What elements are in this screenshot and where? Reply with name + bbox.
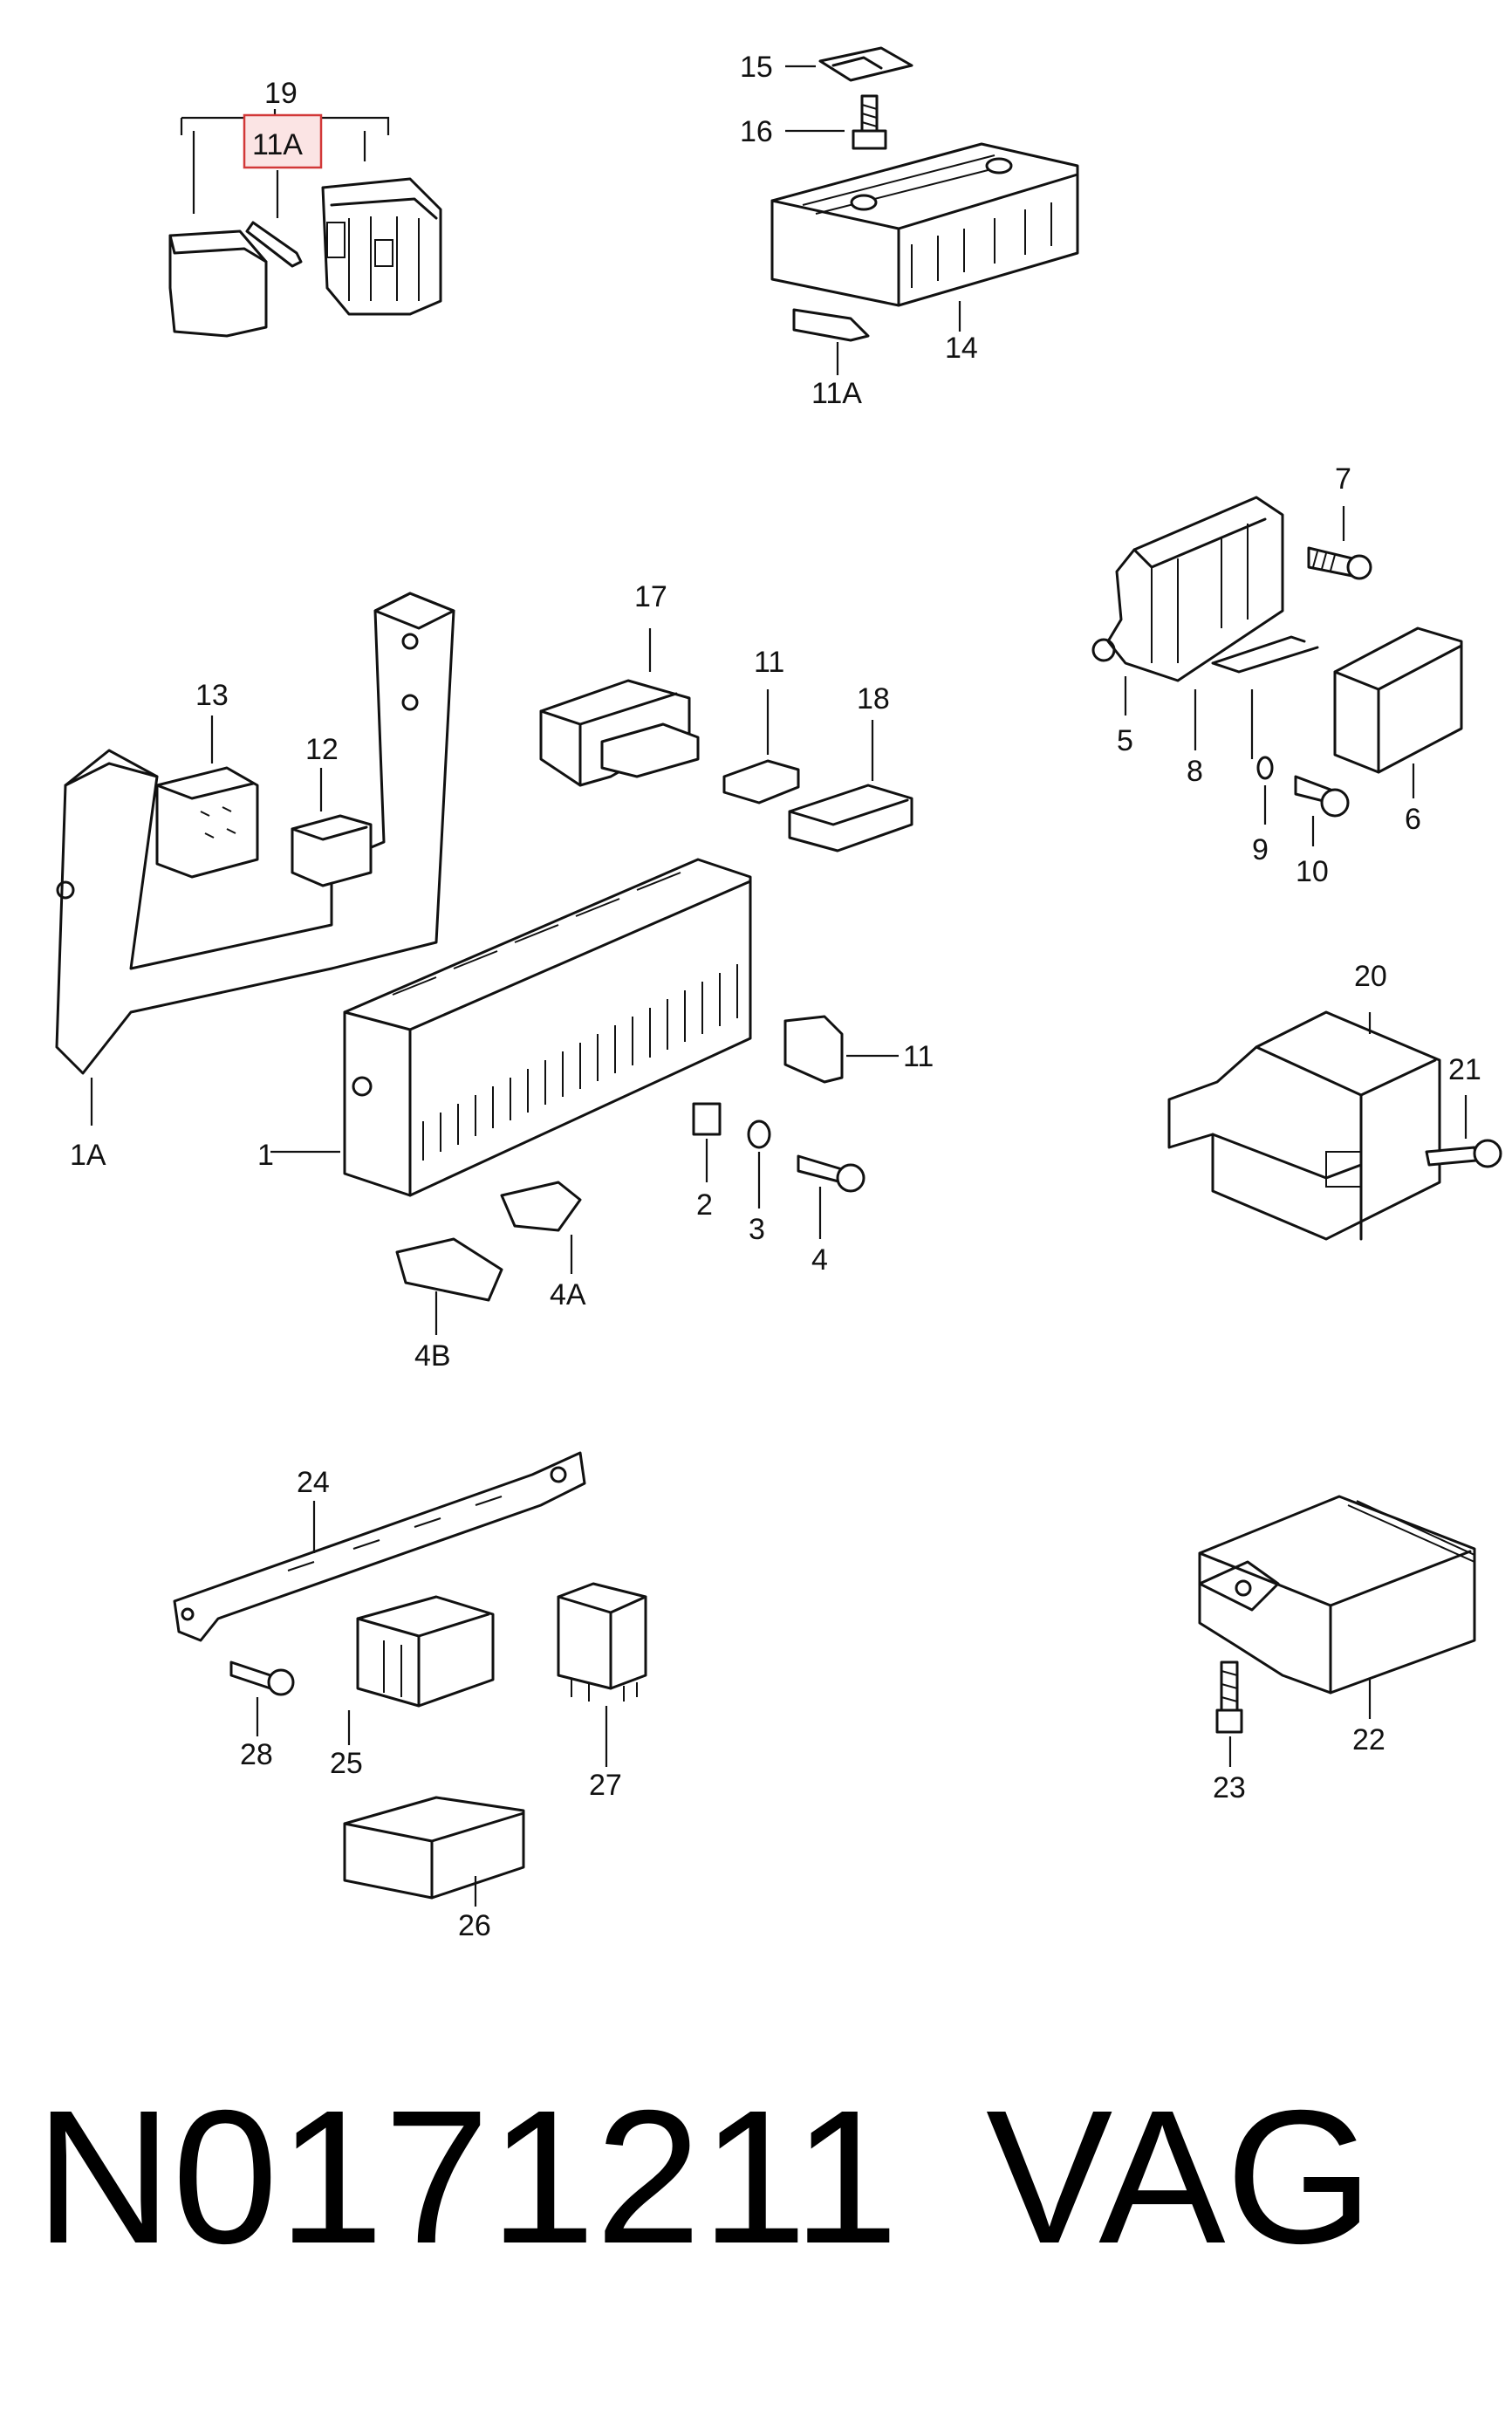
central-box-1 <box>270 858 752 1335</box>
callout-22[interactable]: 22 <box>1352 1723 1385 1756</box>
assembly-19 <box>168 109 442 338</box>
callout-23[interactable]: 23 <box>1213 1771 1246 1804</box>
callout-9[interactable]: 9 <box>1252 833 1269 866</box>
control-unit-20 <box>1167 1010 1502 1241</box>
relay-bracket-5 <box>1091 496 1463 846</box>
callout-16[interactable]: 16 <box>740 115 773 148</box>
brand-label: VAG <box>986 2071 1373 2283</box>
callout-1[interactable]: 1 <box>257 1139 274 1172</box>
callout-6[interactable]: 6 <box>1405 803 1421 836</box>
callout-11a-fuse[interactable]: 11A <box>811 377 862 410</box>
callout-11a-highlight <box>243 113 323 169</box>
callout-5[interactable]: 5 <box>1117 724 1133 757</box>
callout-13[interactable]: 13 <box>195 679 229 712</box>
callout-4b[interactable]: 4B <box>414 1339 451 1373</box>
part-number-label: N0171211 <box>35 2071 899 2283</box>
callout-14[interactable]: 14 <box>945 332 978 365</box>
callout-3[interactable]: 3 <box>749 1213 765 1246</box>
relay-base-13 <box>155 716 259 879</box>
callout-11-upper[interactable]: 11 <box>754 646 784 679</box>
callout-4[interactable]: 4 <box>811 1243 828 1277</box>
callout-10[interactable]: 10 <box>1296 855 1329 888</box>
callout-11-lower[interactable]: 11 <box>903 1040 934 1073</box>
relay-rail-24 <box>173 1451 647 1907</box>
callout-17[interactable]: 17 <box>634 580 667 613</box>
callout-28[interactable]: 28 <box>240 1738 273 1771</box>
callout-4a[interactable]: 4A <box>550 1278 586 1311</box>
callout-7[interactable]: 7 <box>1335 462 1351 496</box>
callout-27[interactable]: 27 <box>589 1769 622 1802</box>
relay-holder-17 <box>539 628 913 852</box>
small-parts-2-3-4 <box>692 1015 899 1239</box>
callout-21[interactable]: 21 <box>1448 1053 1481 1086</box>
callout-11a-top[interactable]: 11A <box>252 128 303 161</box>
callout-20[interactable]: 20 <box>1354 960 1387 993</box>
fuse-box-14 <box>770 46 1079 375</box>
callout-1a[interactable]: 1A <box>70 1139 106 1172</box>
callout-19[interactable]: 19 <box>264 77 298 110</box>
callout-26[interactable]: 26 <box>458 1909 491 1942</box>
relay-12 <box>291 768 373 887</box>
callout-25[interactable]: 25 <box>330 1747 363 1780</box>
callout-24[interactable]: 24 <box>297 1466 330 1499</box>
mounting-bracket-1A <box>55 592 455 1126</box>
control-unit-22 <box>1198 1495 1476 1767</box>
callout-15[interactable]: 15 <box>740 51 773 84</box>
callout-8[interactable]: 8 <box>1187 755 1203 788</box>
callout-2[interactable]: 2 <box>696 1188 713 1222</box>
callout-12[interactable]: 12 <box>305 733 339 766</box>
callout-18[interactable]: 18 <box>857 682 890 716</box>
